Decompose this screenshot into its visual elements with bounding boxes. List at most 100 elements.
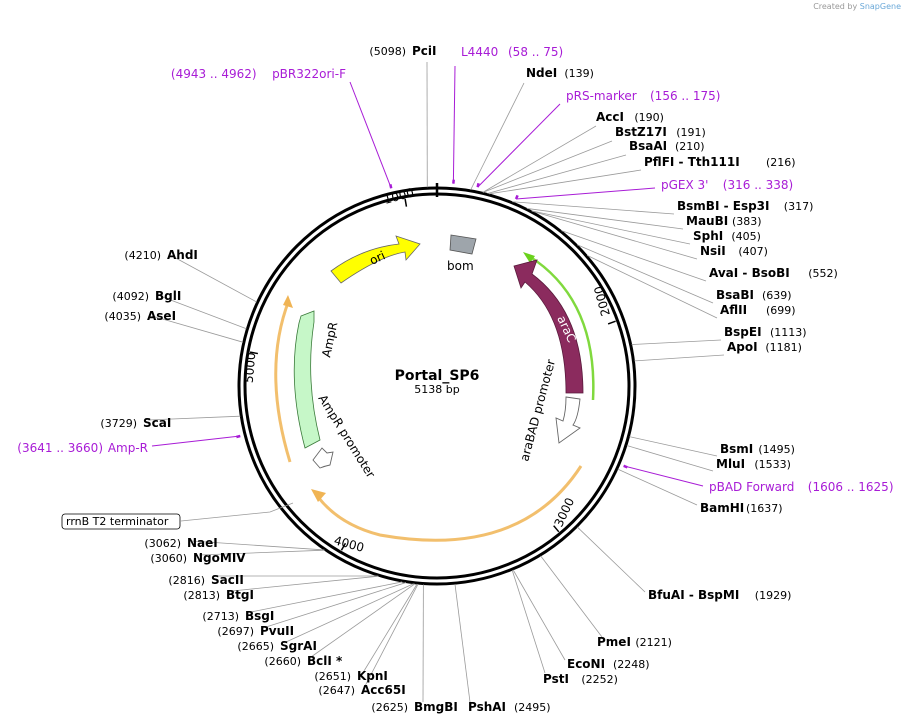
site-bfuai-bspmi[interactable]: BfuAI - BspMI(1929) [577,526,791,602]
site-position: (1637) [746,502,783,515]
site-bsmbi-esp3i[interactable]: BsmBI - Esp3I(317) [512,199,813,215]
rrnb-t2-terminator-callout[interactable]: rrnB T2 terminator [61,502,294,530]
primer-leader-line [349,81,392,189]
site-asei[interactable]: (4035)AseI [104,309,243,343]
site-enzyme-name: BtgI [226,588,254,602]
site-sgrai[interactable]: (2665)SgrAI [237,583,414,653]
site-position: (5098) [369,45,406,58]
primer-prs-marker[interactable]: pRS-marker(156 .. 175) [476,89,721,188]
site-ndei[interactable]: NdeI(139) [470,66,594,191]
site-leader-line [285,583,414,643]
site-position: (2665) [237,640,274,653]
site-bstz17i[interactable]: BstZ17I(191) [482,125,706,193]
primer-l4440[interactable]: L4440(58 .. 75) [452,45,563,184]
site-kpni[interactable]: (2651)KpnI [314,583,418,683]
site-leader-line [159,295,247,330]
site-ngomiv[interactable]: (3060)NgoMIV [150,549,325,565]
primer-range: (4943 .. 4962) [171,67,257,81]
site-leader-line [363,583,418,672]
site-apoi[interactable]: ApoI (1181) [634,340,802,362]
site-nsii[interactable]: NsiI(407) [531,210,768,260]
site-position: (210) [675,140,705,153]
site-leader-line [171,255,257,303]
ori-arrow[interactable] [330,235,421,284]
site-bsabi[interactable]: BsaBI(639) [576,244,792,304]
site-leader-line [512,201,675,215]
bom-feature[interactable]: bom [447,234,477,273]
site-enzyme-name: BsmI [720,442,753,456]
site-bcli[interactable]: (2660)BclI * [264,583,416,668]
site-leader-line [147,415,241,421]
site-ahdi[interactable]: (4210)AhdI [124,248,257,303]
primer-range: (316 .. 338) [723,178,793,192]
primer-leader-line [623,465,704,487]
site-econi[interactable]: EcoNI(2248) [512,569,650,671]
site-enzyme-name: MluI [716,457,745,471]
primer-binding-mark [236,434,241,439]
site-bsaai[interactable]: BsaAI(210) [487,139,705,194]
snapgene-logo-text: SnapGene [859,2,901,11]
site-acc65i[interactable]: (2647)Acc65I [318,583,419,697]
site-position: (1181) [765,341,802,354]
primer-pbad-forward[interactable]: pBAD Forward(1606 .. 1625) [623,464,894,494]
primer-range: (3641 .. 3660) [17,441,103,455]
site-leader-line [576,244,714,304]
site-bsgi[interactable]: (2713)BsgI [202,581,403,623]
site-position: (639) [762,289,792,302]
site-mlui[interactable]: MluI (1533) [626,445,791,472]
site-scai[interactable]: (3729)ScaI [100,415,241,430]
site-leader-line [364,583,419,687]
site-leader-line [626,445,714,472]
site-enzyme-name: MauBI [686,214,728,228]
site-position: (3062) [144,537,181,550]
ori-feature[interactable]: ori [330,235,421,284]
site-position: (2713) [202,610,239,623]
site-bsmi[interactable]: BsmI(1495) [629,436,795,457]
site-pvuii[interactable]: (2697)PvuII [217,582,407,638]
site-position: (2121) [635,636,672,649]
bom-box[interactable] [449,234,477,255]
site-bamhi[interactable]: BamHI(1637) [617,468,783,515]
ampr-promoter-feature[interactable]: AmpR promoter [312,392,378,481]
site-leader-line [454,584,471,703]
primer-pbr322ori-f[interactable]: pBR322ori-F(4943 .. 4962) [171,67,393,189]
arac-arrow[interactable] [513,259,584,394]
rrnb-t2-terminator-box[interactable] [61,513,181,530]
site-naei[interactable]: (3062)NaeI [144,536,325,551]
arabad-promoter-arrow[interactable] [555,396,581,444]
site-enzyme-name: ApoI [727,340,758,354]
site-pshai[interactable]: PshAI(2495) [454,584,551,714]
bom-label: bom [447,259,474,273]
primer-name: pBAD Forward [709,480,794,494]
site-position: (405) [731,230,761,243]
site-sacii[interactable]: (2816)SacII [168,573,378,587]
site-aflii[interactable]: AflII(699) [586,255,796,319]
site-sphi[interactable]: SphI(405) [531,210,761,245]
site-position: (4092) [112,290,149,303]
site-avai-bsobi[interactable]: AvaI - BsoBI(552) [561,230,838,282]
site-pflfi-tth111i[interactable]: PflFI - Tth111I(216) [488,155,796,195]
site-btgi[interactable]: (2813) BtgI [183,575,379,602]
site-enzyme-name: PvuII [260,624,294,638]
site-bgli[interactable]: (4092)BglI [112,289,247,330]
ampr-promoter-arrow[interactable] [312,447,334,469]
site-psti[interactable]: PstI(2252) [511,570,618,686]
site-enzyme-name: AseI [147,309,176,323]
primer-amp-r[interactable]: Amp-R(3641 .. 3660) [17,434,241,455]
site-bspei[interactable]: BspEI(1113) [631,325,807,345]
arac-outline-arrowhead [523,252,535,263]
primer-leader-line [151,435,241,447]
site-pcii[interactable]: (5098)PciI [369,44,437,188]
site-position: (1533) [754,458,791,471]
site-acci[interactable]: AccI(190) [482,110,664,193]
primer-leader-line [515,187,656,200]
site-enzyme-name: BspEI [724,325,762,339]
site-maubi[interactable]: MauBI(383) [526,208,762,230]
site-bmgbi[interactable]: (2625)BmgBI [371,584,458,714]
primer-pgex-3[interactable]: pGEX 3'(316 .. 338) [514,178,793,200]
site-leader-line [265,582,407,628]
ampr-arrow[interactable] [293,310,321,449]
site-pmei[interactable]: PmeI(2121) [540,555,672,649]
site-position: (2813) [183,589,220,602]
